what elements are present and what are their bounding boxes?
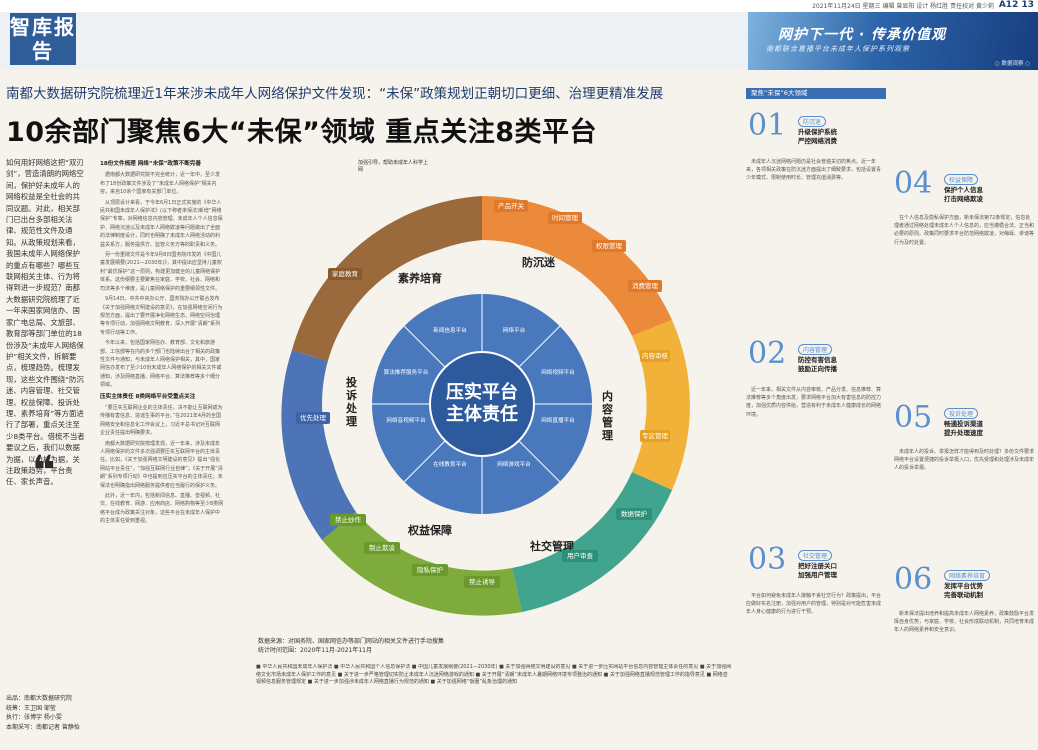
section-text: 未成年人的投诉、举报怎样才能得到及时处理？多份文件要求网络平台设置便捷的投诉举报…	[894, 449, 1035, 472]
section-pill: 防沉迷	[798, 116, 827, 127]
page-header: 2021年11月24日 星期三 编辑 曾显阳 设计 杨红胜 责任校对 黄少莉 A…	[0, 0, 1038, 70]
section-number: 04	[894, 166, 933, 201]
platform-label: 在线教育平台	[433, 462, 467, 468]
lead-paragraph: 如何用好网络这把“双刃剑”，营造清朗的网络空间，保护好未成年人的网络权益是全社会…	[6, 158, 85, 487]
body-column: 18份文件梳理 网络“未保”政策不断完善 据南都大数据研究院不完全统计，近一年中…	[100, 157, 224, 528]
box-content: 专区管理	[640, 430, 670, 442]
sector-arc-rights	[322, 512, 522, 616]
section-pill: 内容管理	[798, 344, 833, 355]
sector-label: 防沉迷	[522, 256, 555, 269]
platform-label: 新闻信息平台	[433, 328, 467, 334]
subhead-1: 18份文件梳理 网络“未保”政策不断完善	[100, 161, 201, 167]
platform-label: 网络游戏平台	[497, 462, 531, 468]
box-anti-addiction: 产品开关	[494, 200, 528, 212]
body-paragraph: 另一份重磅文件是今年9月8日国务院印发的《中国儿童发展纲要(2021—2030年…	[100, 252, 222, 292]
section-title: 发挥平台优势 完善联动机制	[944, 582, 983, 599]
platform-label: 网络直播平台	[541, 418, 575, 424]
section-title: 把好注册关口 加强用户管理	[798, 562, 837, 579]
sector-arc-complaint	[281, 350, 356, 540]
banner-subtitle: 南都联合直播平台未成年人保护系列观察	[766, 45, 910, 53]
section-pill: 网络素养培育	[944, 570, 991, 581]
body-paragraph: 从顶层设计来看，于今年6月1日正式实施的《中华人民共和国未成年人保护法》(以下称…	[100, 199, 223, 248]
sector-label: 素养培育	[398, 272, 442, 285]
box-rights: 禁止炒作	[330, 514, 366, 526]
body-paragraph: 南都大数据研究院梳理发现，近一年来，涉及未成年人网络保护的文件多次强调要压实互联…	[100, 440, 223, 489]
series-banner: 网护下一代 · 传承价值观 南都联合直播平台未成年人保护系列观察 ○ 数据观察 …	[748, 12, 1038, 70]
box-literacy: 家庭教育	[328, 268, 362, 280]
body-paragraph: 据南都大数据研究院不完全统计，近一年中，至少发布了18份政策文件涉及了“未成年人…	[100, 172, 221, 196]
section-title: 保护个人信息 打击网络欺凌	[944, 186, 983, 203]
header-left-band	[0, 12, 748, 70]
section-text: 未成年人沉迷网络问题仍是社会普遍关切的焦点。近一年来，各项相关政策在防沉迷方面提…	[746, 159, 882, 182]
section-text: 近一年来，相关文件从内容审核、产品分发、信息推荐、算法推荐等多个角度出发，要求网…	[746, 387, 882, 418]
sector-label: 权益保障	[408, 524, 452, 537]
box-complaint: 优先处理	[296, 412, 330, 424]
section-text: 平台如何避免未成年人接触不良社交行为？政策提出，平台应做好实名注册，加强对用户的…	[746, 593, 882, 616]
platform-label: 网络平台	[502, 328, 526, 334]
section-logo: 智库报告	[10, 13, 76, 65]
box-rights: 隐私保护	[412, 564, 448, 576]
sector-label: 投诉处理	[346, 376, 357, 428]
issue-meta: 2021年11月24日 星期三 编辑 曾显阳 设计 杨红胜 责任校对 黄少莉	[812, 3, 994, 10]
box-social: 数据保护	[616, 508, 652, 520]
platform-label: 算法推荐服务平台	[383, 370, 429, 376]
box-anti-addiction: 时间管理	[548, 212, 582, 224]
sector-arc-social	[512, 472, 672, 612]
callout-note: 加强引导，帮助未成年人科学上网	[358, 160, 429, 173]
article-headline: 10余部门聚焦6大“未保”领域 重点关注8类平台	[6, 117, 598, 148]
subhead-2: 压实主体责任 8类网络平台受重点关注	[100, 393, 196, 400]
box-content: 内容审核	[640, 350, 670, 362]
quote-mark-icon: ❝	[32, 448, 56, 494]
section-title: 防控有害信息 鼓励正向传播	[798, 356, 837, 373]
banner-editor: ○ 数据观察 ○	[994, 61, 1030, 67]
source-note: 数据来源：对国务院、国家网信办等部门网站的相关文件进行手动搜集 统计时间范围：2…	[258, 638, 445, 654]
section-number: 01	[748, 108, 787, 143]
box-anti-addiction: 权限管理	[592, 240, 626, 252]
sector-label: 内容管理	[602, 390, 613, 442]
section-title: 畅通投诉渠道 提升处理速度	[944, 420, 983, 437]
article-kicker: 南都大数据研究院梳理近1年来涉未成年人网络保护文件发现：“未保”政策规划正朝切口…	[6, 86, 664, 102]
box-anti-addiction: 消费管理	[628, 280, 662, 292]
section-title: 升级保护系统 严控网络消费	[798, 128, 837, 145]
header-topline	[0, 0, 1038, 12]
body-paragraph: 今年以来，包括国家网信办、教育部、文化和旅游部、工信部等在内的多个部门也陆续出台…	[100, 340, 222, 389]
right-column-tag: 聚焦“未保”6大领域	[746, 88, 886, 99]
page-number: A12 13	[998, 0, 1034, 10]
section-number: 06	[894, 562, 933, 597]
section-text: 在个人信息及隐私保护方面，新未保法第72条规定，信息处理者通过网络处理未成年人个…	[894, 215, 1035, 246]
platform-label: 网络音视频平台	[386, 418, 426, 424]
right-column: 聚焦“未保”6大领域 01 防沉迷 升级保护系统 严控网络消费 未成年人沉迷网络…	[746, 88, 1038, 750]
section-number: 02	[748, 336, 787, 371]
body-paragraph: “要压实互联网企业的主体责任，决不能让互联网成为传播有害信息、造谣生事的平台。”…	[100, 404, 223, 437]
box-rights: 制止欺凌	[364, 542, 400, 554]
section-number: 05	[894, 400, 933, 435]
body-paragraph: 此外，近一年内，包括新闻信息、直播、音视频、社交、在线教育、网游、应用商店、网络…	[100, 493, 224, 525]
infographic-svg	[281, 196, 690, 616]
section-pill: 社交管理	[798, 550, 833, 561]
box-rights: 禁止诱导	[464, 576, 500, 588]
sector-arc-content	[632, 320, 690, 490]
platform-dividers	[372, 294, 592, 514]
section-text: 新未保法提出培养和提高未成年人网络素养，政策鼓励平台发挥自身优势，与家庭、学校、…	[894, 611, 1035, 634]
section-pill: 投诉处理	[944, 408, 979, 419]
sector-label: 社交管理	[530, 540, 574, 553]
body-paragraph: 9月14日，中共中央办公厅、国务院办公厅联合发布《关于加强网络文明建设的意见》，…	[100, 296, 223, 336]
section-pill: 权益保障	[944, 174, 979, 185]
credits: 出品：南都大数据研究院 统筹：王卫国 邹莹 执行：张博宇 杨小雯 本期采写：南都…	[6, 695, 80, 731]
section-number: 03	[748, 542, 787, 577]
document-list: ■ 中华人民共和国未成年人保护法 ■ 中华人民共和国个人信息保护法 ■ 中国儿童…	[256, 664, 732, 686]
infographic: 压实平台 主体责任 网络平台 网络视频平台 网络直播平台 网络游戏平台 在线教育…	[232, 150, 732, 658]
center-label: 压实平台 主体责任	[446, 382, 518, 425]
banner-title: 网护下一代 · 传承价值观	[778, 27, 947, 43]
platform-label: 网络视频平台	[541, 370, 575, 376]
sector-arc-anti-addiction	[482, 196, 672, 336]
box-social: 用户审查	[562, 550, 598, 562]
